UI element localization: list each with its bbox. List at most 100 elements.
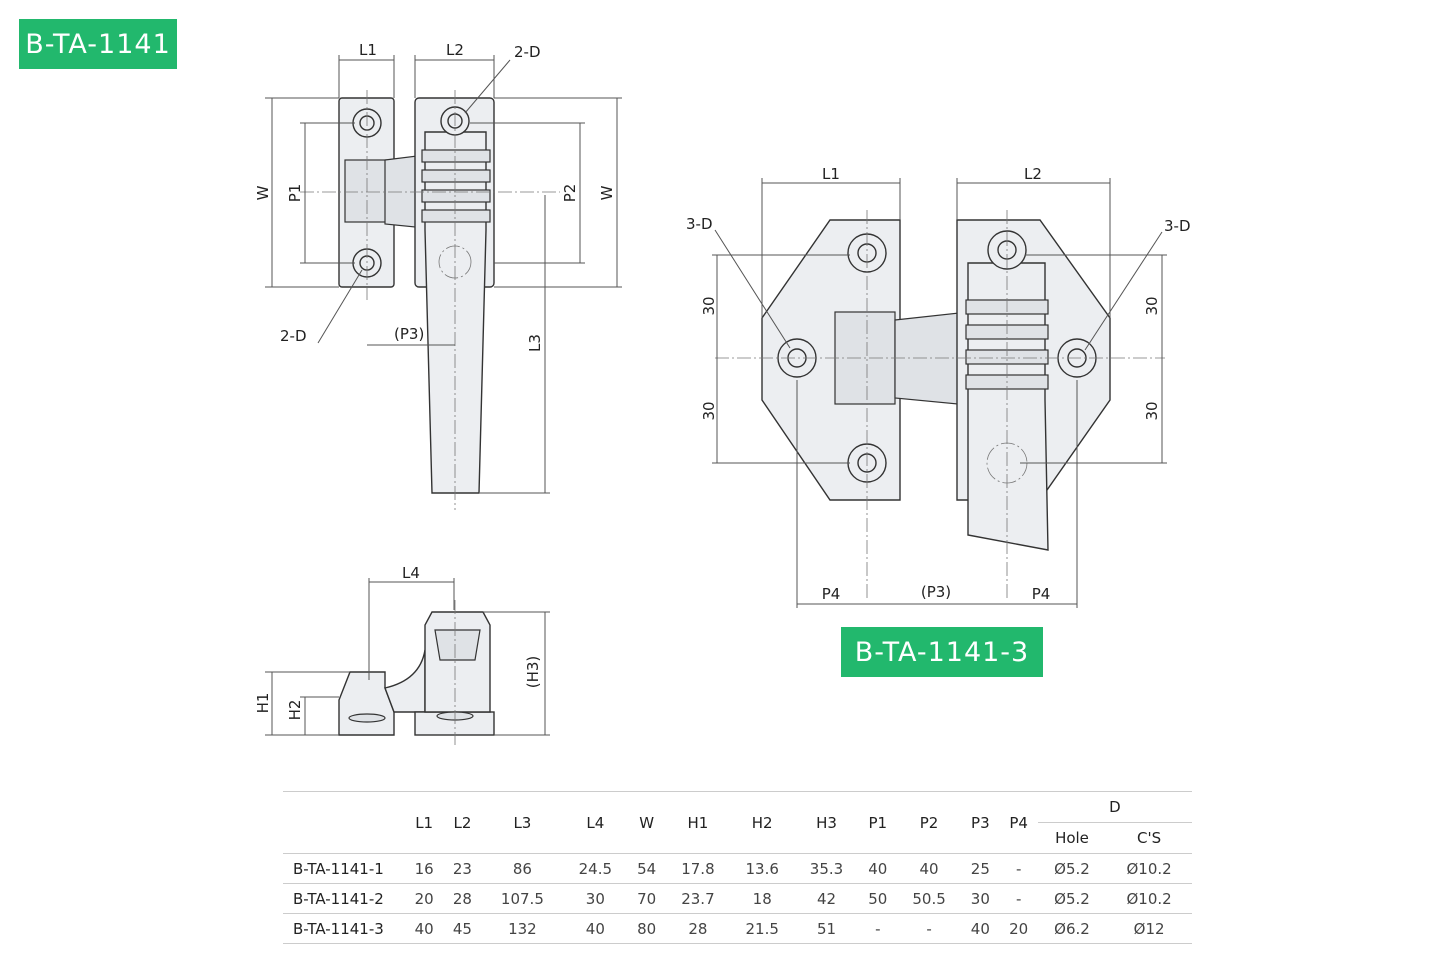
- column-group-header-d: D: [1037, 791, 1192, 823]
- variant-title-badge: B-TA-1141-3: [841, 627, 1043, 677]
- value-cell: Ø6.2: [1037, 913, 1107, 944]
- value-cell: 28: [665, 913, 731, 944]
- value-cell: Ø12: [1106, 913, 1192, 944]
- model-cell: B-TA-1141-1: [283, 853, 405, 884]
- dim-label-3d: 3-D: [1164, 217, 1191, 235]
- dim-label-l1: L1: [822, 165, 840, 183]
- value-cell: Ø5.2: [1037, 853, 1107, 884]
- value-cell: 50.5: [896, 883, 962, 914]
- value-cell: 40: [563, 913, 628, 944]
- dim-label-30: 30: [700, 296, 718, 315]
- value-cell: 21.5: [730, 913, 795, 944]
- value-cell: 40: [405, 913, 444, 944]
- base-side: [338, 671, 395, 736]
- value-cell: Ø10.2: [1106, 853, 1192, 884]
- value-cell: 50: [858, 883, 897, 914]
- value-cell: 35.3: [794, 853, 859, 884]
- value-cell: 23: [443, 853, 482, 884]
- handle: [424, 131, 487, 494]
- dim-label-h2: H2: [286, 700, 304, 721]
- column-header: P2: [896, 791, 962, 854]
- handle-side: [424, 611, 491, 713]
- column-header-cs: C'S: [1106, 822, 1192, 854]
- value-cell: 13.6: [730, 853, 795, 884]
- dim-label-2d: 2-D: [280, 327, 307, 345]
- dim-label-3d: 3-D: [686, 215, 713, 233]
- value-cell: 17.8: [665, 853, 731, 884]
- model-title: B-TA-1141: [25, 28, 171, 60]
- top-view: L1 L2 2-D 2-D (P3) W P1 P2 W L3: [254, 41, 622, 510]
- dimension-table: L1 L2 L3 L4 W H1 H2 H3 P1 P2 P3 P4 D Hol…: [283, 791, 1192, 944]
- value-cell: 24.5: [563, 853, 628, 884]
- side-view: L4 H1 H2 (H3): [254, 564, 550, 745]
- dim-label-l1: L1: [359, 41, 377, 59]
- dim-label-w: W: [598, 185, 616, 200]
- value-cell: 132: [481, 913, 564, 944]
- dim-label-h3: (H3): [524, 656, 542, 689]
- variant-title: B-TA-1141-3: [854, 636, 1030, 668]
- value-cell: 23.7: [665, 883, 731, 914]
- dim-label-p3: (P3): [394, 325, 424, 343]
- value-cell: 54: [627, 853, 666, 884]
- column-header: P3: [961, 791, 1000, 854]
- dim-label-30: 30: [1143, 401, 1161, 420]
- column-header: L4: [563, 791, 628, 854]
- mounting-hole-icon: [847, 233, 887, 273]
- value-cell: 30: [563, 883, 628, 914]
- dim-label-w: W: [254, 185, 272, 200]
- dim-label-l2: L2: [1024, 165, 1042, 183]
- column-header-hole: Hole: [1037, 822, 1107, 854]
- dim-label-30: 30: [700, 401, 718, 420]
- value-cell: 107.5: [481, 883, 564, 914]
- value-cell: -: [999, 853, 1038, 884]
- dim-label-p2: P2: [561, 184, 579, 203]
- value-cell: 70: [627, 883, 666, 914]
- value-cell: 25: [961, 853, 1000, 884]
- variant-view: L1 L2 3-D 3-D 30 30 30 30 P4 (P3) P4: [686, 165, 1191, 608]
- dim-label-2d: 2-D: [514, 43, 541, 61]
- column-header: H1: [665, 791, 731, 854]
- value-cell: 40: [858, 853, 897, 884]
- dim-label-l3: L3: [526, 334, 544, 352]
- dim-label-h1: H1: [254, 693, 272, 714]
- dim-label-p1: P1: [286, 184, 304, 203]
- value-cell: 18: [730, 883, 795, 914]
- link-side: [384, 649, 426, 713]
- value-cell: Ø10.2: [1106, 883, 1192, 914]
- dim-label-p3: (P3): [921, 583, 951, 601]
- dim-label-p4: P4: [1032, 585, 1051, 603]
- value-cell: 28: [443, 883, 482, 914]
- dim-label-l4: L4: [402, 564, 420, 582]
- dim-label-30: 30: [1143, 296, 1161, 315]
- column-header: W: [627, 791, 666, 854]
- value-cell: -: [896, 913, 962, 944]
- value-cell: 86: [481, 853, 564, 884]
- value-cell: 42: [794, 883, 859, 914]
- value-cell: 30: [961, 883, 1000, 914]
- value-cell: 40: [896, 853, 962, 884]
- dim-label-p4: P4: [822, 585, 841, 603]
- dim-label-l2: L2: [446, 41, 464, 59]
- value-cell: -: [858, 913, 897, 944]
- column-header: H3: [794, 791, 859, 854]
- column-header: P1: [858, 791, 897, 854]
- value-cell: 20: [405, 883, 444, 914]
- column-header: L1: [405, 791, 444, 854]
- value-cell: 20: [999, 913, 1038, 944]
- value-cell: 80: [627, 913, 666, 944]
- column-header: P4: [999, 791, 1038, 854]
- value-cell: 45: [443, 913, 482, 944]
- value-cell: Ø5.2: [1037, 883, 1107, 914]
- model-title-badge: B-TA-1141: [19, 19, 177, 69]
- table-corner: [283, 791, 405, 854]
- technical-drawing: L1 L2 2-D 2-D (P3) W P1 P2 W L3 L4 H1 H2…: [254, 41, 1191, 745]
- value-cell: 16: [405, 853, 444, 884]
- column-header: L3: [481, 791, 564, 854]
- model-cell: B-TA-1141-3: [283, 913, 405, 944]
- value-cell: -: [999, 883, 1038, 914]
- value-cell: 51: [794, 913, 859, 944]
- value-cell: 40: [961, 913, 1000, 944]
